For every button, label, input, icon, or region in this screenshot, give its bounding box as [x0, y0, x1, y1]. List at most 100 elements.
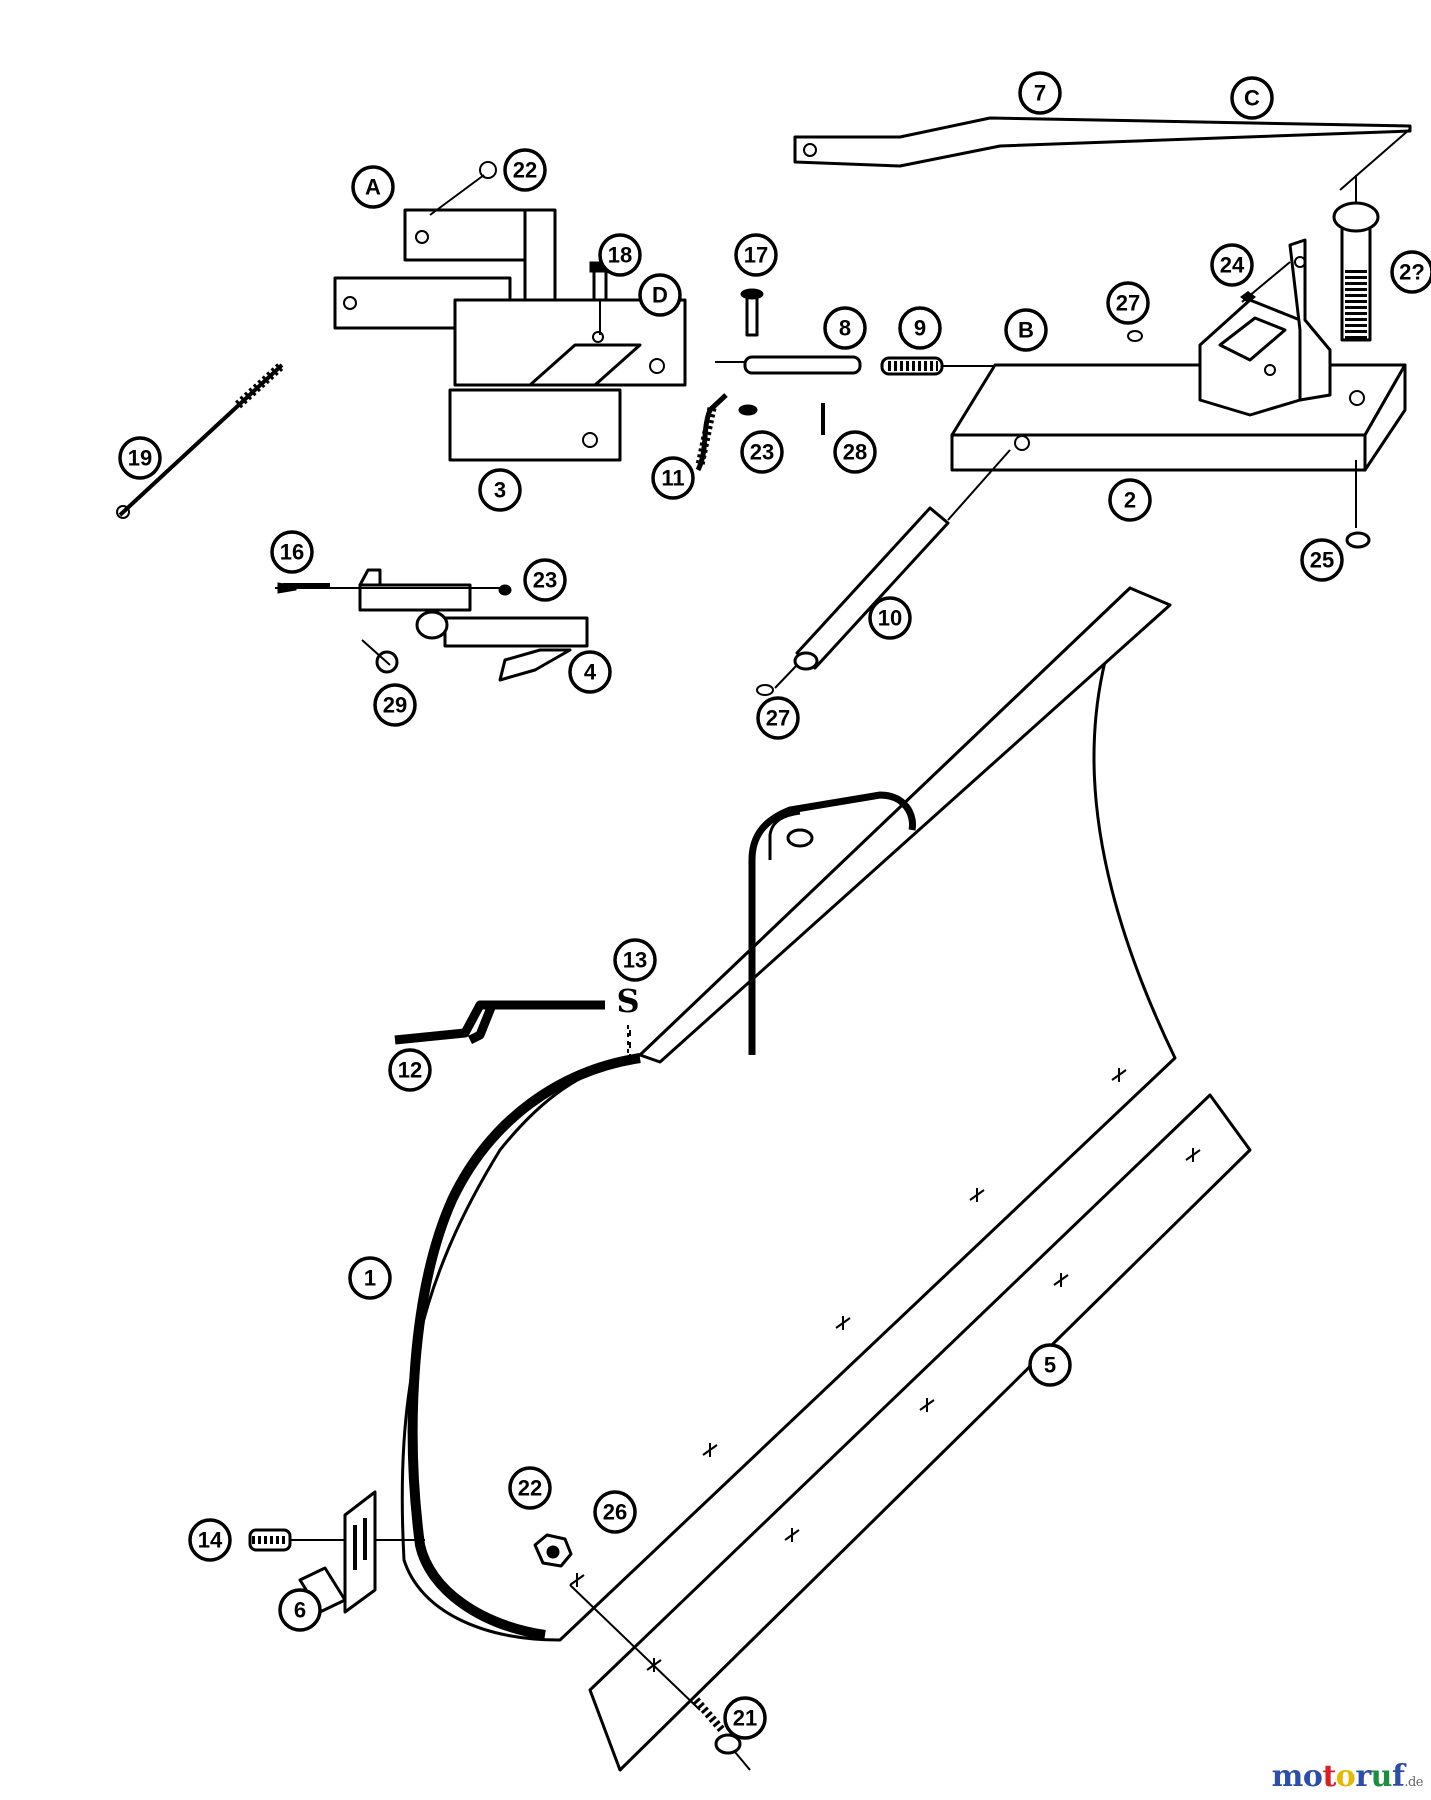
- part-17-bolt: [740, 288, 764, 337]
- part-26-bolt-mark: [569, 1573, 585, 1587]
- svg-text:22: 22: [513, 158, 537, 183]
- svg-text:25: 25: [1310, 548, 1334, 573]
- callout-B: B: [1004, 308, 1048, 352]
- part-18-bolt: [589, 261, 611, 335]
- svg-text:2?: 2?: [1399, 260, 1425, 285]
- part-4-latch: [275, 568, 589, 682]
- part-22-nut-top: [429, 161, 497, 216]
- svg-text:10: 10: [878, 606, 902, 631]
- part-22-nut-bottom: [533, 1533, 573, 1568]
- callout-1: 1: [348, 1256, 392, 1300]
- part-21-bolt: [692, 1697, 751, 1771]
- callout-6: 6: [278, 1588, 322, 1632]
- svg-text:B: B: [1018, 318, 1034, 343]
- svg-text:26: 26: [603, 1500, 627, 1525]
- svg-text:27: 27: [1116, 291, 1140, 316]
- callout-18: 18: [598, 233, 642, 277]
- callout-23-b: 23: [523, 558, 567, 602]
- part-27-clip-top: [1127, 330, 1143, 342]
- callout-27-bottom: 27: [756, 696, 800, 740]
- callout-23-a: 23: [740, 430, 784, 474]
- callout-4: 4: [568, 650, 612, 694]
- svg-text:8: 8: [839, 316, 851, 341]
- callout-25: 25: [1300, 538, 1344, 582]
- part-3-bracket: [333, 208, 687, 462]
- part-10-pin: [774, 449, 1011, 689]
- part-11-pin-clip: [695, 393, 728, 472]
- svg-text:2: 2: [1124, 488, 1136, 513]
- part-12-crank: [394, 1000, 605, 1045]
- blade-bolt-marks: [702, 1068, 1127, 1457]
- svg-text:S: S: [616, 982, 639, 1020]
- callout-26: 26: [593, 1490, 637, 1534]
- svg-text:21: 21: [733, 1706, 757, 1731]
- callout-16: 16: [270, 530, 314, 574]
- callout-9: 9: [898, 306, 942, 350]
- part-23-washer-a: [738, 404, 758, 416]
- callout-10: 10: [868, 596, 912, 640]
- callout-2-cut: 2?: [1390, 250, 1431, 294]
- callout-D: D: [638, 273, 682, 317]
- callout-22-bottom: 22: [508, 1466, 552, 1510]
- part-19-rod: [116, 361, 286, 519]
- svg-text:C: C: [1244, 86, 1260, 111]
- svg-text:29: 29: [383, 693, 407, 718]
- svg-text:11: 11: [661, 466, 684, 491]
- svg-text:7: 7: [1034, 81, 1046, 106]
- part-6-skid-shoe: [298, 1490, 425, 1614]
- motoruf-watermark-logo: motoruf.de: [1271, 1759, 1424, 1794]
- svg-text:9: 9: [914, 316, 926, 341]
- svg-text:27: 27: [766, 706, 790, 731]
- callout-21: 21: [723, 1696, 767, 1740]
- svg-text:D: D: [652, 283, 668, 308]
- part-7-bar: [793, 116, 1412, 191]
- svg-text:19: 19: [128, 446, 152, 471]
- svg-text:5: 5: [1044, 1353, 1056, 1378]
- callout-A: A: [351, 165, 395, 209]
- callout-14: 14: [188, 1518, 232, 1562]
- part-24-nut: [1240, 261, 1291, 303]
- callout-2: 2: [1108, 478, 1152, 522]
- svg-text:4: 4: [584, 660, 597, 685]
- svg-text:18: 18: [608, 243, 632, 268]
- svg-text:23: 23: [750, 440, 774, 465]
- svg-text:24: 24: [1220, 253, 1245, 278]
- callout-12: 12: [388, 1048, 432, 1092]
- svg-text:13: 13: [623, 948, 647, 973]
- part-25-nut: [1345, 531, 1371, 549]
- svg-text:16: 16: [280, 540, 304, 565]
- part-13-hook: S: [616, 982, 640, 1055]
- svg-text:3: 3: [494, 478, 506, 503]
- callout-24: 24: [1210, 243, 1254, 287]
- callout-17: 17: [734, 233, 778, 277]
- callout-7: 7: [1018, 71, 1062, 115]
- part-1-blade: [400, 586, 1177, 1642]
- callout-19: 19: [118, 436, 162, 480]
- callout-28: 28: [833, 430, 877, 474]
- callout-C: C: [1230, 76, 1274, 120]
- svg-text:17: 17: [744, 243, 768, 268]
- callout-13: 13: [613, 938, 657, 982]
- callout-5: 5: [1028, 1343, 1072, 1387]
- svg-text:14: 14: [198, 1528, 223, 1553]
- part-14-bolt: [248, 1528, 345, 1552]
- callout-8: 8: [823, 306, 867, 350]
- part-2-frame: [950, 175, 1407, 528]
- svg-text:12: 12: [398, 1058, 422, 1083]
- part-5-cutting-edge: [569, 1093, 1252, 1772]
- svg-text:23: 23: [533, 568, 557, 593]
- part-8-pin: [715, 355, 862, 375]
- svg-text:1: 1: [364, 1266, 376, 1291]
- callout-27-top: 27: [1106, 281, 1150, 325]
- part-27-clip-bottom: [756, 684, 774, 696]
- svg-text:6: 6: [294, 1598, 306, 1623]
- callout-29: 29: [373, 683, 417, 727]
- svg-text:22: 22: [518, 1476, 542, 1501]
- callout-11: 11: [651, 456, 695, 500]
- svg-text:28: 28: [843, 440, 867, 465]
- callout-3: 3: [478, 468, 522, 512]
- svg-text:A: A: [365, 175, 381, 200]
- callout-22-top: 22: [503, 148, 547, 192]
- part-29-washer: [361, 639, 399, 674]
